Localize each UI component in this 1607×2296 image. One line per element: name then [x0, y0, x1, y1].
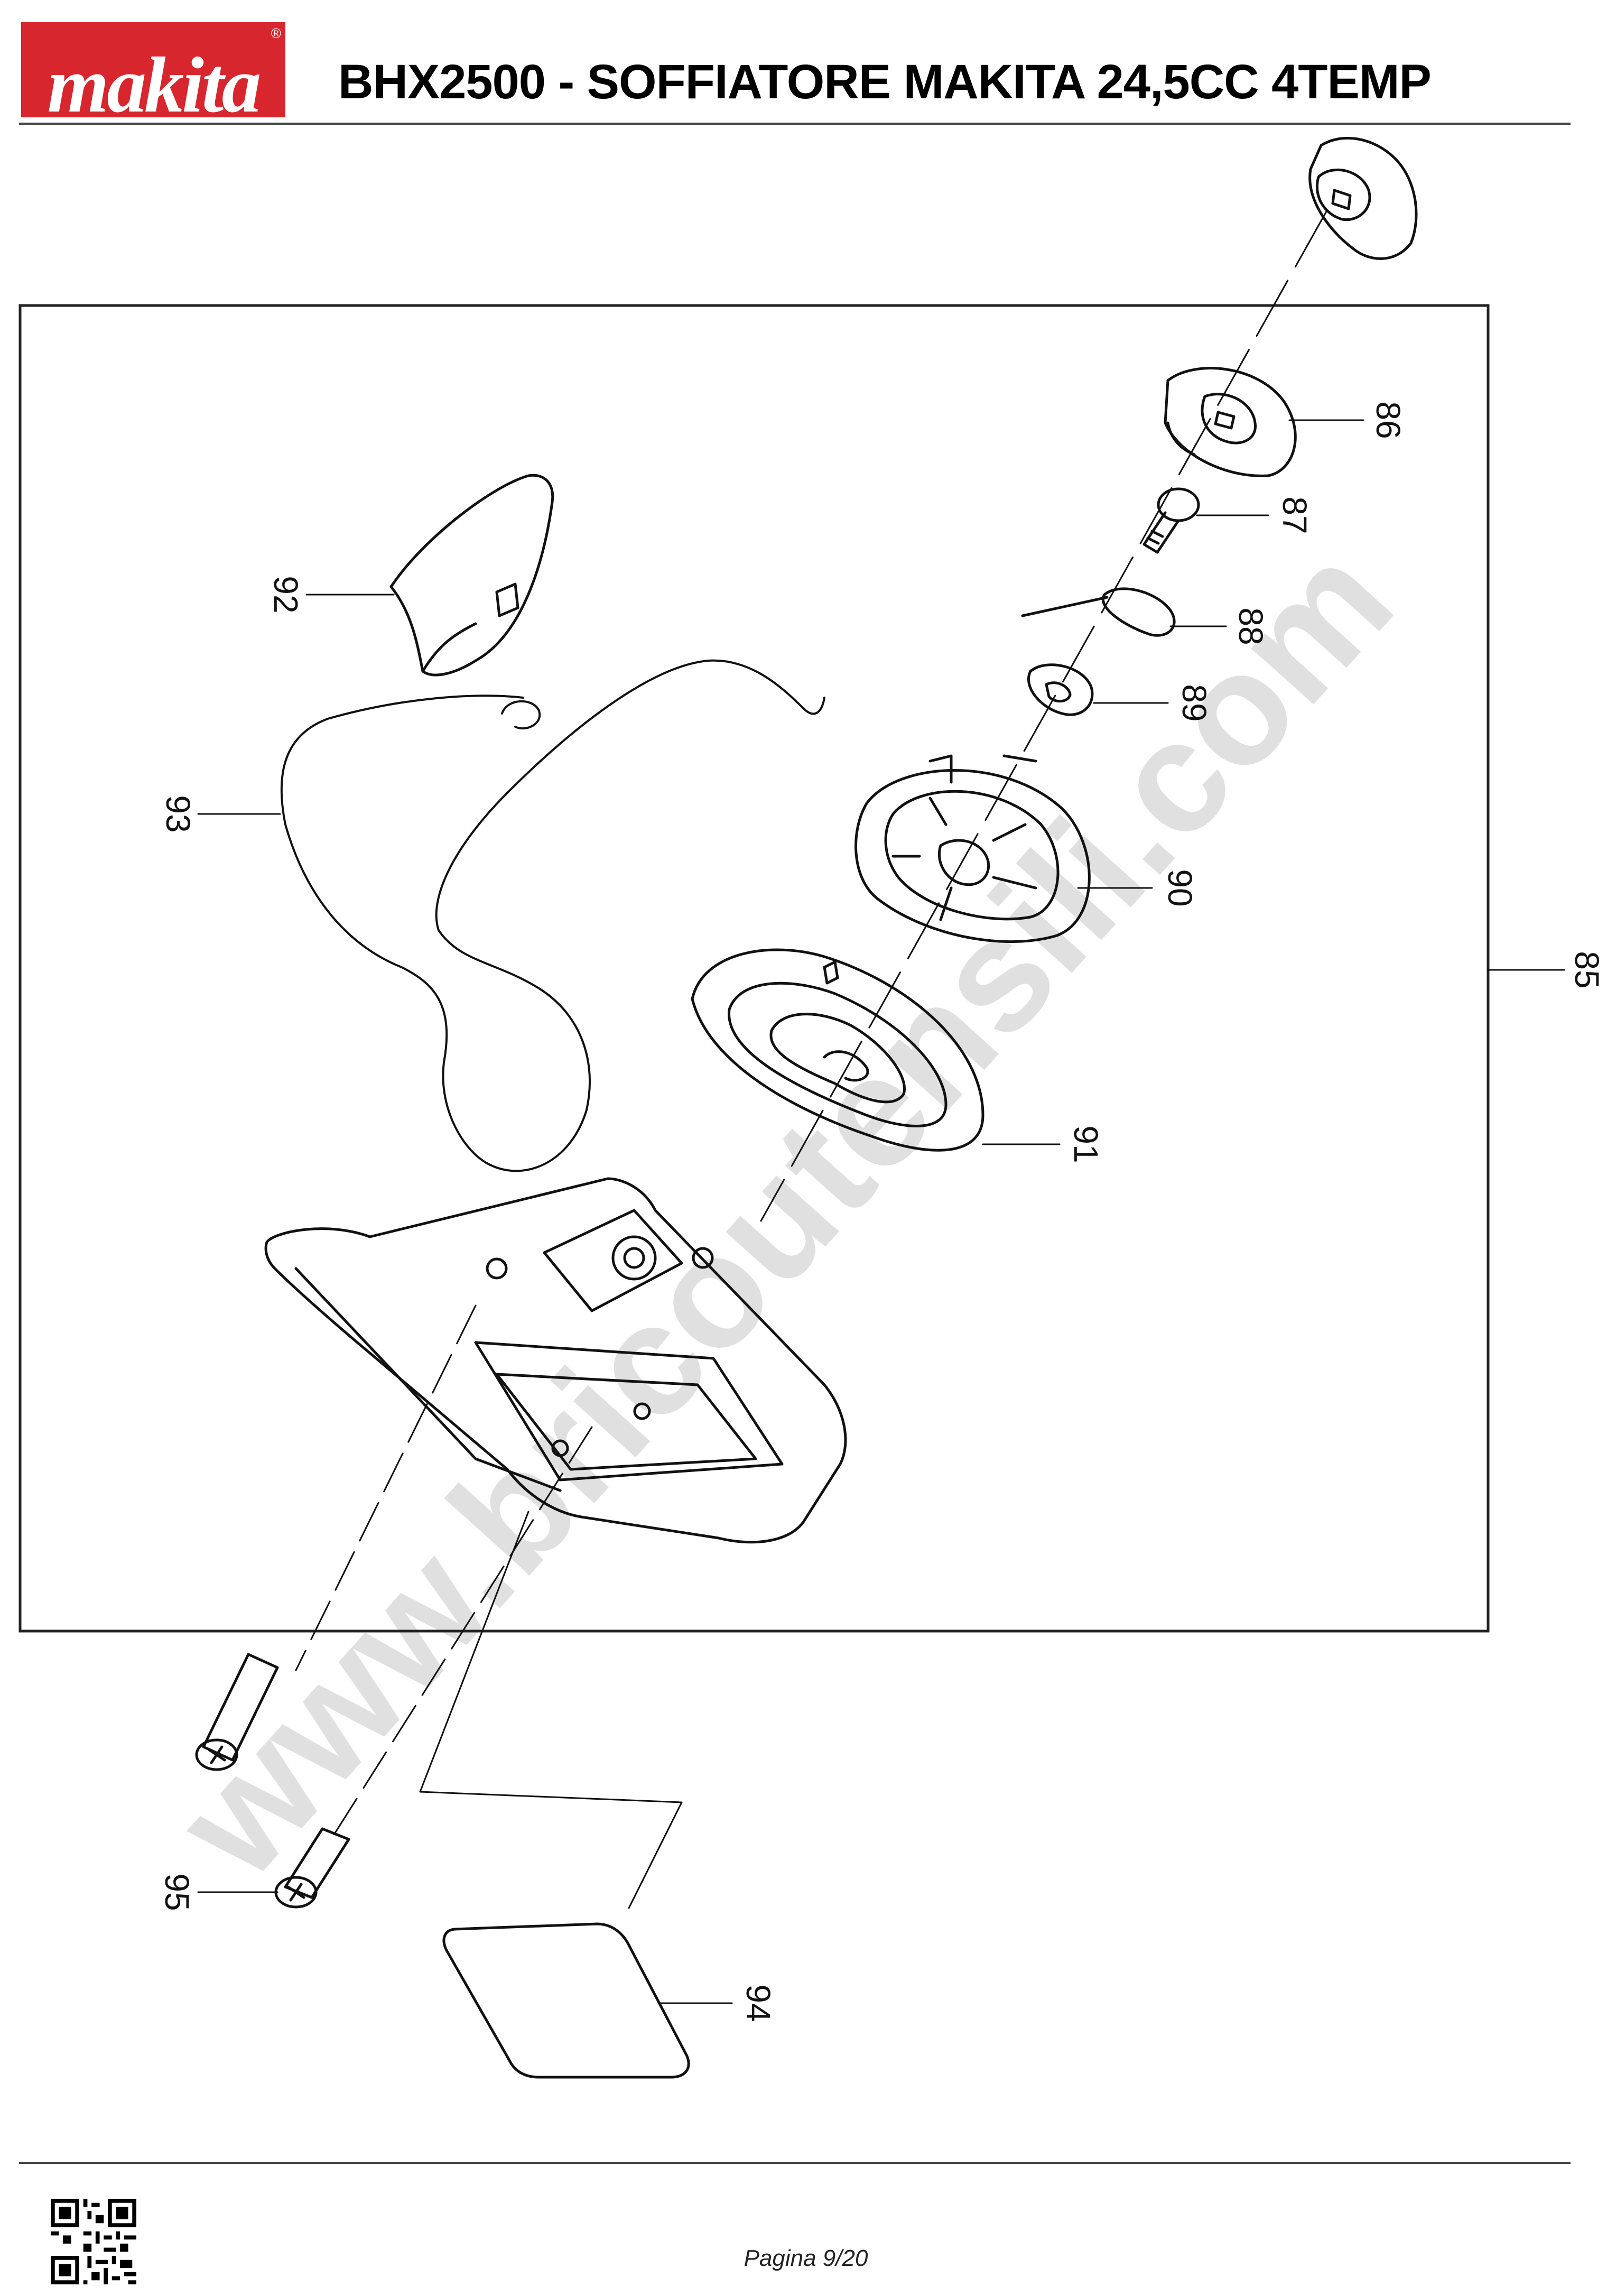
makita-logo: ® makita: [21, 22, 285, 117]
rope-reel-part: [854, 754, 1091, 943]
screw-part: [195, 1653, 279, 1771]
callout-92: 92: [267, 576, 305, 613]
callout-89: 89: [1175, 684, 1213, 721]
starter-handle-part: [389, 474, 554, 677]
header-divider: [19, 123, 1571, 125]
footer-divider: [19, 2162, 1571, 2164]
callout-87: 87: [1276, 496, 1314, 534]
callout-85: 85: [1568, 951, 1606, 988]
center-axis-line: [760, 210, 1327, 1222]
callout-93: 93: [159, 795, 197, 832]
ratchet-drum-part: [1164, 367, 1297, 477]
qr-code-icon: [51, 2199, 136, 2284]
watermark-text: www.bricoutensili.com: [141, 512, 1426, 1911]
callout-90: 90: [1161, 869, 1199, 906]
recoil-spring-part: [691, 948, 984, 1152]
assembly-line: [327, 1426, 593, 1846]
assembly-line: [295, 1304, 477, 1671]
engine-flange-part: [1308, 136, 1418, 260]
callout-94: 94: [739, 1984, 777, 2022]
spring-clip-part: [1021, 587, 1176, 637]
starter-rope-part: [280, 659, 825, 1172]
page-number: Pagina 9/20: [744, 2245, 868, 2271]
screw-part: [1142, 487, 1200, 554]
registered-mark-icon: ®: [271, 25, 281, 41]
logo-wordmark: makita: [47, 41, 261, 117]
callout-95: 95: [158, 1873, 196, 1911]
gasket-part: [442, 1922, 690, 2079]
assembly-line: [419, 1511, 683, 1909]
callout-86: 86: [1369, 401, 1407, 439]
starter-housing-part: [264, 1177, 847, 1544]
callout-88: 88: [1232, 607, 1270, 645]
callout-91: 91: [1067, 1125, 1105, 1163]
rope-knot-part: [501, 700, 541, 730]
assembly-frame: [18, 304, 1490, 1633]
ratchet-pawl-part: [1027, 663, 1094, 716]
page-title: BHX2500 - SOFFIATORE MAKITA 24,5CC 4TEMP: [338, 55, 1432, 109]
